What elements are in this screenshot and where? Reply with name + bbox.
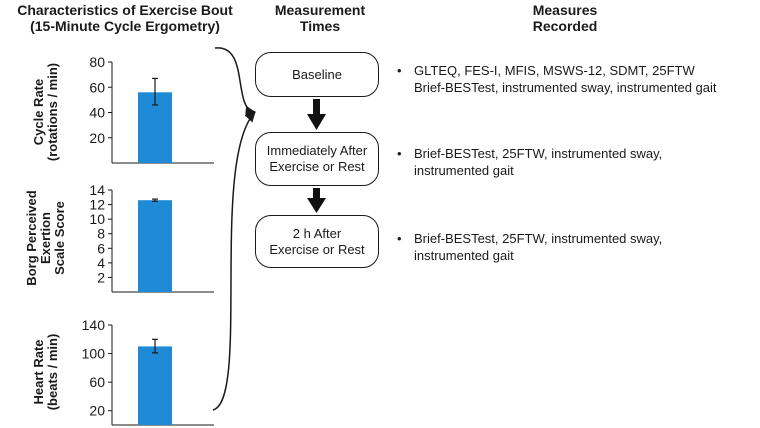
measure-line: Brief-BESTest, instrumented sway, instru… [414,80,717,95]
chart-2-ylabel-line: Exertion [38,212,53,265]
chart-1-ylabel-line: (rotations / min) [45,62,60,162]
timeline-arrow-1 [307,99,326,130]
measure-line: Brief-BESTest, 25FTW, instrumented sway, [414,146,663,161]
measure-line: GLTEQ, FES-I, MFIS, MSWS-12, SDMT, 25FTW [414,63,695,78]
chart-1-ylabel: Cycle Rate (rotations / min) [31,62,60,162]
chart-2-tick-label: 4 [97,255,105,271]
timeline-box-baseline: Baseline [255,52,379,97]
timeline-box-2h-after: 2 h After Exercise or Rest [255,215,379,268]
chart-3-tick-label: 20 [89,403,105,419]
timeline-box-immediately-after: Immediately After Exercise or Rest [255,132,379,186]
chart-2-tick-label: 2 [97,269,105,285]
timeline-box-line: Exercise or Rest [269,159,365,174]
chart-2-bar [138,200,172,292]
timeline-box-line: 2 h After [292,225,342,241]
header-characteristics: Characteristics of Exercise Bout (15-Min… [4,2,246,34]
chart-3-tick-label: 60 [89,374,105,390]
bullet: • [397,63,402,78]
header-times-line2: Times [299,18,341,34]
measure-line: instrumented gait [414,248,514,263]
chart-1-tick-label: 40 [89,105,105,121]
timeline-arrow-2-shaft [313,188,320,200]
header-times-line1: Measurement [274,2,366,18]
chart-3-bar [138,346,172,425]
chart-2-tick-label: 12 [89,197,105,213]
chart-1-tick-label: 60 [89,79,105,95]
connector-from-chart-to-immediate [212,111,256,411]
chart-3-tick-label: 140 [82,317,106,333]
chart-2-tick-label: 10 [89,211,105,227]
chart-3-ylabel-line: Heart Rate [31,339,46,405]
chart-2-ylabel: Borg Perceived Exertion Scale Score [24,190,67,286]
chart-2-tick-label: 6 [97,240,105,256]
chart-3-tick-label: 100 [82,346,106,362]
chart-2-tick-label: 14 [89,182,105,198]
measure-line: instrumented gait [414,163,514,178]
timeline-arrow-2-head [307,198,326,213]
header-measures-recorded: Measures Recorded [500,2,630,34]
timeline-arrow-1-head [307,114,326,130]
chart-1-ylabel-line: Cycle Rate [31,78,46,146]
chart-3-ylabel: Heart Rate (beats / min) [31,333,60,411]
timeline-box-line: Baseline [292,66,342,82]
measure-item-2h-after: • Brief-BESTest, 25FTW, instrumented swa… [397,230,662,264]
measure-line: Brief-BESTest, 25FTW, instrumented sway, [414,231,663,246]
timeline-arrow-2 [307,188,326,213]
measure-item-immediately-after: • Brief-BESTest, 25FTW, instrumented swa… [397,145,662,179]
chart-2-ylabel-line: Borg Perceived [24,190,39,286]
chart-3-ylabel-line: (beats / min) [45,333,60,411]
header-measures-line1: Measures [532,2,598,18]
timeline-box-line: Immediately After [266,143,368,158]
timeline-arrow-1-shaft [313,99,320,116]
timeline-box-line: Exercise or Rest [269,241,365,257]
chart-1-tick-label: 20 [89,130,105,146]
header-characteristics-line2: (15-Minute Cycle Ergometry) [30,18,220,34]
measure-item-baseline: • GLTEQ, FES-I, MFIS, MSWS-12, SDMT, 25F… [397,62,717,96]
connector-to-baseline [214,47,257,117]
header-measures-line2: Recorded [532,18,598,34]
chart-1-tick-label: 80 [89,54,105,70]
chart-2-tick-label: 8 [97,226,105,242]
bullet: • [397,231,402,246]
header-measurement-times: Measurement Times [250,2,390,34]
header-characteristics-line1: Characteristics of Exercise Bout [17,2,233,18]
bullet: • [397,146,402,161]
chart-2-ylabel-line: Scale Score [52,201,67,275]
